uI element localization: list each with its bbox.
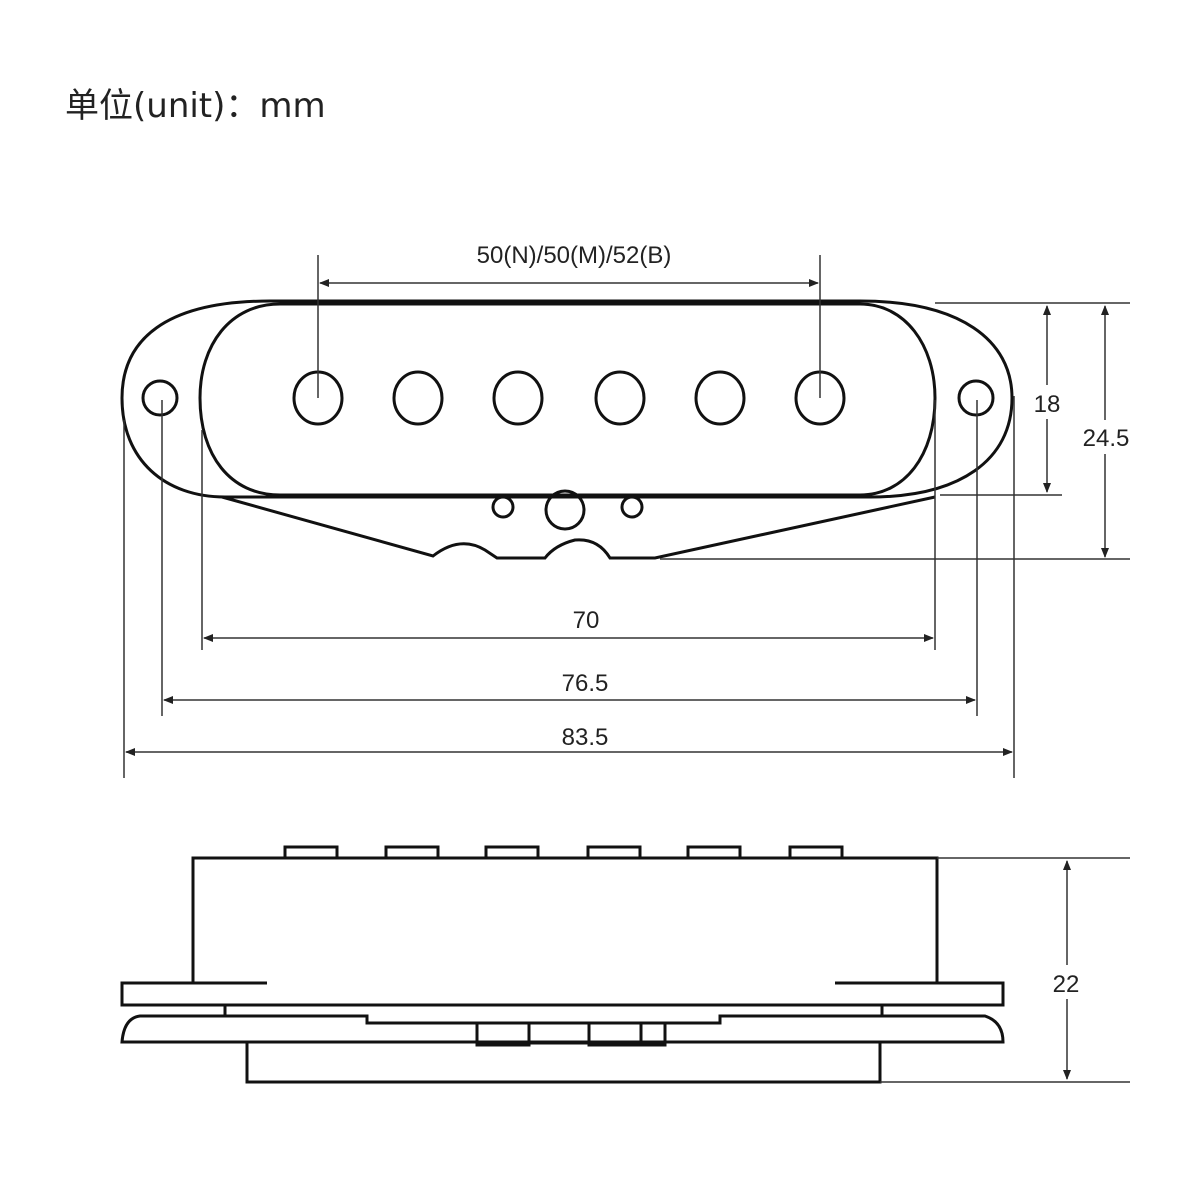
pole-piece: [492, 370, 544, 426]
side-view: [120, 845, 1005, 1084]
unit-title: 单位(unit)：mm: [65, 86, 326, 126]
pole-piece: [594, 370, 646, 426]
top-view: [120, 299, 1014, 560]
mounting-plate-outline: [120, 299, 1014, 499]
cover-length-label: 70: [573, 607, 600, 634]
bottom-bobbin: [245, 1042, 882, 1084]
bobbin-block: [527, 1021, 591, 1045]
pole-spacing-label: 50(N)/50(M)/52(B): [477, 242, 672, 269]
pole-tops: [283, 845, 844, 860]
cover-width-label: 18: [1034, 391, 1061, 418]
dimension-height: 22: [880, 857, 1130, 1083]
mounting-plate-side: [120, 981, 1005, 1007]
pole-top: [788, 845, 844, 860]
wire-hole: [620, 495, 644, 519]
pole-pieces: [292, 370, 846, 426]
dimension-cover-width: 18: [935, 302, 1130, 496]
cover-body: [191, 856, 939, 983]
bobbin-block: [639, 1021, 667, 1047]
dimension-hole-spacing: 76.5: [161, 400, 978, 716]
dimension-cover-length: 70: [201, 400, 936, 650]
pole-top: [384, 845, 440, 860]
mounting-hole-right: [957, 379, 995, 417]
baseplate-side: [120, 1014, 1005, 1044]
mounting-hole-left: [141, 379, 179, 417]
height-label: 22: [1053, 971, 1080, 998]
dimension-pole-spacing: 50(N)/50(M)/52(B): [317, 242, 821, 398]
pole-piece: [392, 370, 444, 426]
pole-top: [586, 845, 642, 860]
wire-hole-large: [544, 489, 586, 531]
pole-top: [283, 845, 339, 860]
pole-top: [686, 845, 742, 860]
pole-top: [484, 845, 540, 860]
wire-hole: [491, 495, 515, 519]
total-width-label: 24.5: [1083, 425, 1130, 452]
hole-spacing-label: 76.5: [562, 670, 609, 697]
baseplate-tab: [221, 495, 936, 560]
total-length-label: 83.5: [562, 724, 609, 751]
dimension-total-length: 83.5: [123, 396, 1015, 778]
cover-outline: [198, 302, 937, 497]
pole-piece: [694, 370, 746, 426]
dimension-total-width: 24.5: [660, 305, 1137, 560]
